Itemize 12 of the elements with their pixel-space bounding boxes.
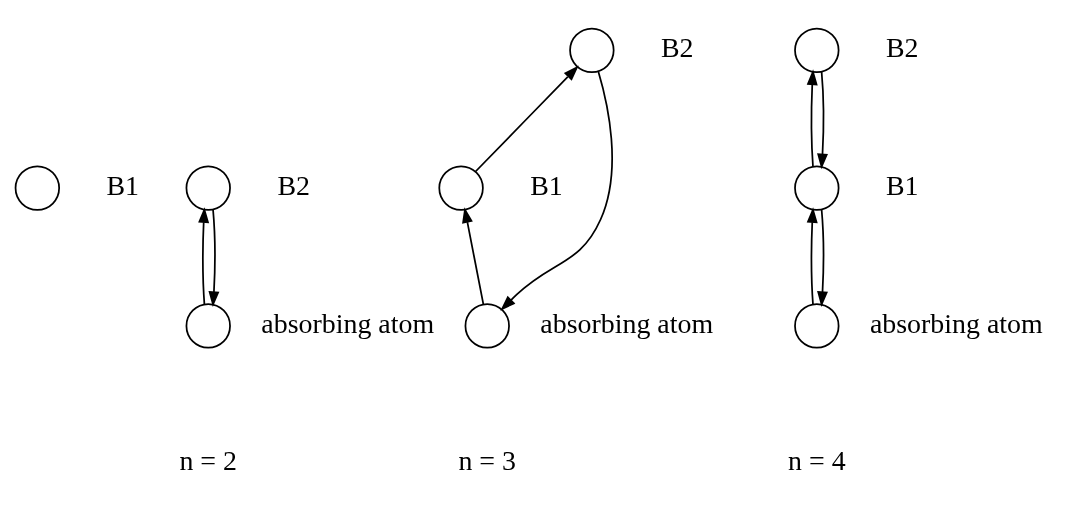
label: n = 2 (179, 445, 238, 477)
label: n = 3 (458, 445, 517, 477)
node-label: B2 (661, 31, 694, 63)
node-label: B2 (885, 31, 919, 63)
label: n = 4 (788, 445, 846, 477)
node-label: absorbing atom (261, 307, 435, 339)
node-label: B2 (277, 169, 310, 201)
node-label: B1 (530, 169, 563, 201)
node-label: B1 (885, 169, 919, 201)
node-label: B1 (106, 169, 140, 201)
node-label: absorbing atom (869, 307, 1043, 339)
node-label: absorbing atom (540, 307, 714, 339)
